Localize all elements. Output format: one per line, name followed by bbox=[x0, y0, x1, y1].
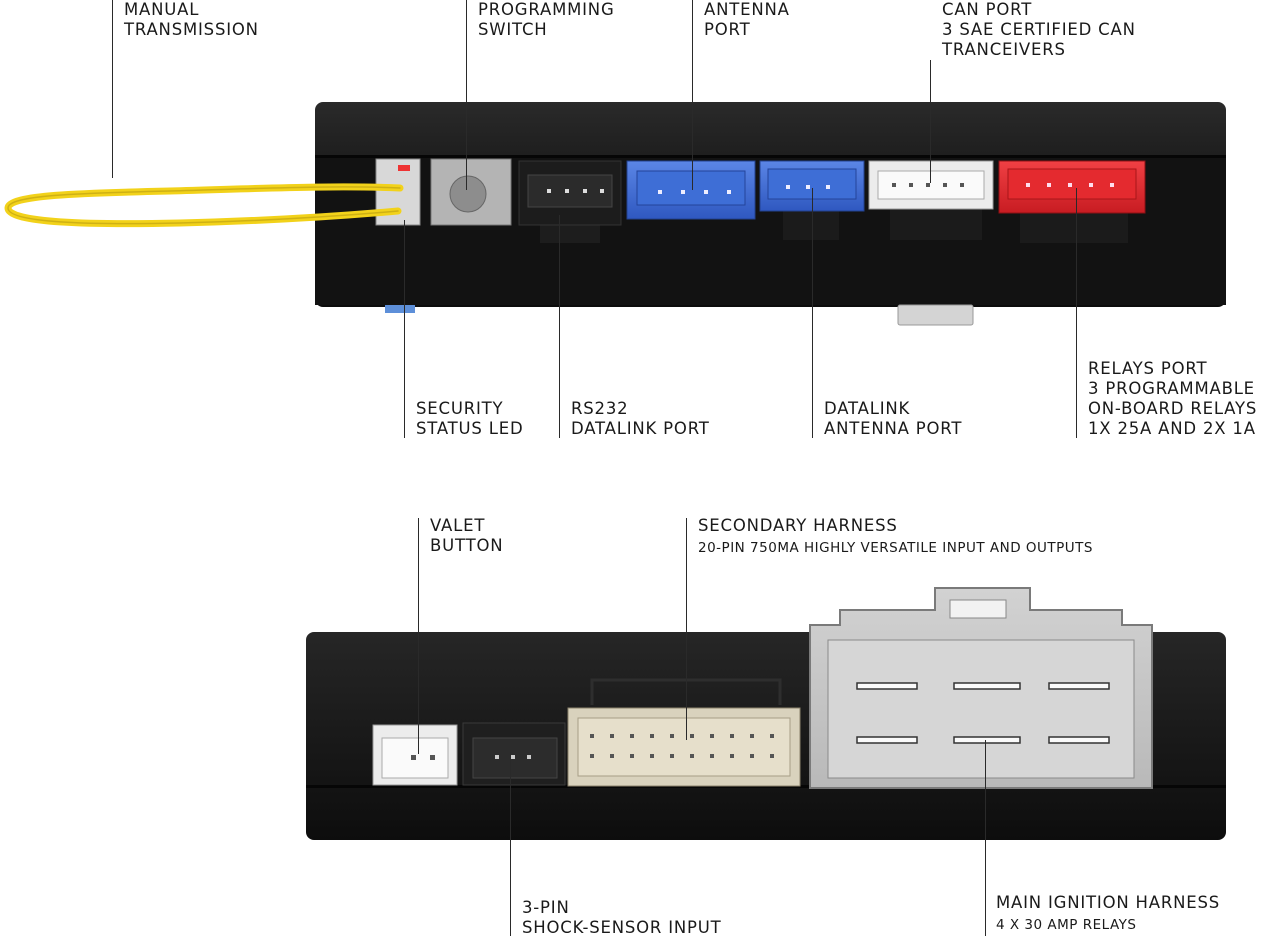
leader-security-status-led bbox=[404, 220, 405, 438]
leader-main-ignition bbox=[985, 740, 986, 936]
shock-sensor-connector bbox=[462, 722, 566, 786]
label-shock-sensor-input: 3-PIN SHOCK-SENSOR INPUT bbox=[522, 898, 722, 937]
secondary-harness-connector bbox=[567, 707, 801, 787]
leader-datalink-antenna bbox=[812, 188, 813, 438]
can-port-connector bbox=[868, 160, 994, 240]
bottom-module-illustration bbox=[0, 580, 1269, 845]
leader-valet-button bbox=[418, 518, 419, 754]
leader-programming-switch bbox=[466, 0, 467, 190]
leader-antenna-port bbox=[692, 0, 693, 190]
label-datalink-antenna-port: DATALINK ANTENNA PORT bbox=[824, 399, 963, 438]
bottom-module-svg bbox=[306, 587, 1226, 840]
label-security-status-led: SECURITY STATUS LED bbox=[416, 399, 524, 438]
label-can-port: CAN PORT 3 SAE CERTIFIED CAN TRANCEIVERS bbox=[942, 0, 1136, 59]
leader-rs232 bbox=[559, 215, 560, 438]
label-relays-port: RELAYS PORT 3 PROGRAMMABLE ON-BOARD RELA… bbox=[1088, 359, 1258, 438]
leader-manual-transmission bbox=[112, 0, 113, 178]
secondary-harness-detail: 20-PIN 750MA HIGHLY VERSATILE INPUT AND … bbox=[698, 540, 1093, 556]
label-manual-transmission: MANUAL TRANSMISSION bbox=[124, 0, 259, 39]
label-secondary-harness: SECONDARY HARNESS 20-PIN 750MA HIGHLY VE… bbox=[698, 516, 1093, 556]
programming-switch-button bbox=[430, 158, 512, 226]
leader-shock-sensor bbox=[510, 752, 511, 936]
valet-button-connector bbox=[372, 724, 458, 786]
leader-secondary-harness bbox=[686, 518, 687, 740]
label-main-ignition-harness: MAIN IGNITION HARNESS 4 X 30 AMP RELAYS bbox=[996, 893, 1221, 933]
leader-can-port bbox=[930, 60, 931, 183]
top-module-svg bbox=[4, 102, 1226, 326]
leader-relays-port bbox=[1076, 188, 1077, 438]
antenna-connector bbox=[626, 160, 756, 220]
relays-port-connector bbox=[998, 160, 1146, 243]
label-rs232-datalink-port: RS232 DATALINK PORT bbox=[571, 399, 710, 438]
label-programming-switch: PROGRAMMING SWITCH bbox=[478, 0, 615, 39]
main-ignition-harness-connector bbox=[809, 587, 1153, 789]
top-module-illustration bbox=[0, 95, 1269, 330]
main-ignition-harness-detail: 4 X 30 AMP RELAYS bbox=[996, 917, 1137, 933]
label-valet-button: VALET BUTTON bbox=[430, 516, 504, 555]
label-antenna-port: ANTENNA PORT bbox=[704, 0, 790, 39]
rs232-connector bbox=[518, 160, 622, 243]
